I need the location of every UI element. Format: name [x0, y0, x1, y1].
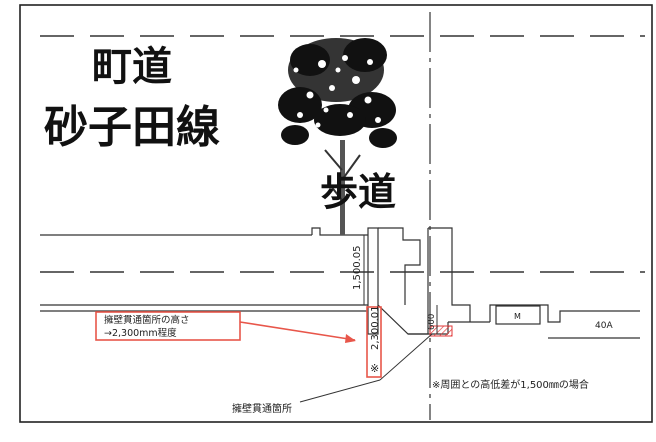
drawing-frame — [19, 4, 653, 423]
callout-leader — [239, 321, 356, 341]
callout-arrowhead — [345, 334, 356, 343]
pipe-label: 40A — [595, 321, 613, 331]
sidewalk-label: 歩道 — [320, 170, 396, 214]
bottom-leader-2 — [379, 333, 433, 381]
penetration-hatch — [429, 325, 453, 337]
road-title-line1: 町道 — [92, 44, 172, 90]
height-highlight — [366, 306, 382, 378]
m-equipment-box — [495, 305, 541, 325]
bottom-leader-1 — [299, 379, 381, 403]
height-difference-note: ※周囲との高低差が1,500㎜の場合 — [432, 378, 589, 391]
note-box — [95, 311, 241, 341]
road-surface-lines — [40, 227, 368, 312]
dim-upper: 1,500.05 — [352, 245, 363, 290]
road-title-line2: 砂子田線 — [44, 102, 220, 153]
star-mark: ※ — [370, 362, 379, 375]
dim-small: 600 — [427, 314, 437, 330]
penetration-label: 擁壁貫通箇所 — [232, 402, 292, 415]
m-box-label: M — [514, 312, 521, 321]
note-line-1: 擁壁貫通箇所の高さ — [104, 314, 190, 326]
dim-lower: 2,300.01 — [370, 305, 381, 350]
note-line-2: →2,300mm程度 — [104, 327, 177, 339]
dimension-lines — [360, 234, 438, 334]
tree-illustration — [278, 38, 397, 235]
